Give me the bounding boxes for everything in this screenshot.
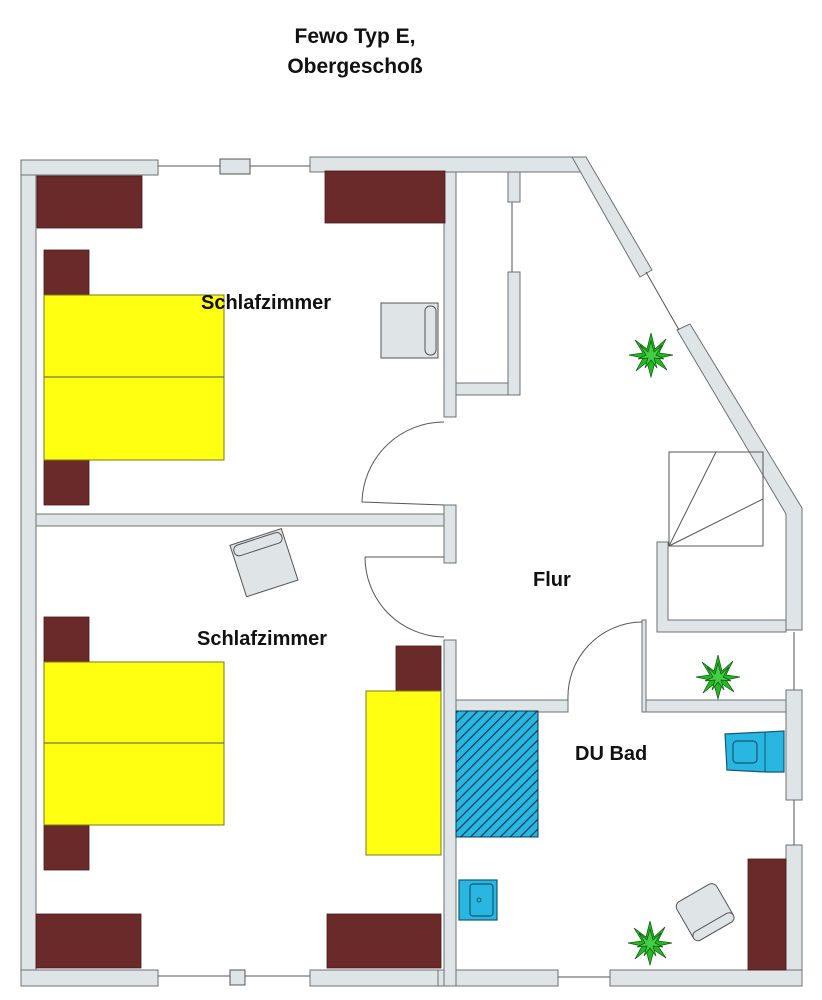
plan-title: Fewo Typ E, Obergeschoß xyxy=(0,22,822,82)
bathroom-fixtures xyxy=(455,710,787,971)
nightstand-icon xyxy=(43,459,90,506)
plan-title-line-2: Obergeschoß xyxy=(287,55,423,78)
armchair-icon xyxy=(675,883,735,942)
wardrobe-icon xyxy=(747,858,787,971)
wardrobe-icon xyxy=(35,913,142,969)
wardrobe-icon xyxy=(36,175,143,229)
plant-icon xyxy=(627,920,673,966)
window-sill-bottom xyxy=(229,969,246,986)
armchair-icon xyxy=(229,528,299,598)
plan-title-line-1: Fewo Typ E, xyxy=(294,25,416,48)
stair-icon xyxy=(668,451,764,547)
room-label-bedroom-2: Schlafzimmer xyxy=(197,628,328,650)
room-label-hallway: Flur xyxy=(533,569,571,591)
bedroom-1-furniture xyxy=(36,170,446,506)
nightstand-icon xyxy=(43,616,90,664)
doors xyxy=(361,421,643,701)
bedroom-2-furniture xyxy=(35,528,442,969)
wardrobe-icon xyxy=(324,170,446,224)
nightstand-icon xyxy=(43,824,90,871)
shower-tray-icon xyxy=(455,710,539,838)
toilet-icon xyxy=(724,730,785,773)
nightstand-icon xyxy=(395,645,442,693)
armchair-icon xyxy=(380,302,439,359)
window-sill-top xyxy=(219,158,251,175)
windows xyxy=(158,158,795,986)
room-label-bathroom: DU Bad xyxy=(575,743,648,765)
outer-walls xyxy=(20,156,803,987)
hallway-fixtures xyxy=(628,332,764,700)
single-bed-icon xyxy=(365,690,442,856)
interior-walls xyxy=(35,171,787,987)
plant-icon xyxy=(628,332,674,378)
sink-icon xyxy=(458,879,498,921)
room-label-bedroom-1: Schlafzimmer xyxy=(201,292,332,314)
nightstand-icon xyxy=(43,249,90,297)
wardrobe-icon xyxy=(326,913,442,969)
plant-icon xyxy=(695,654,741,700)
